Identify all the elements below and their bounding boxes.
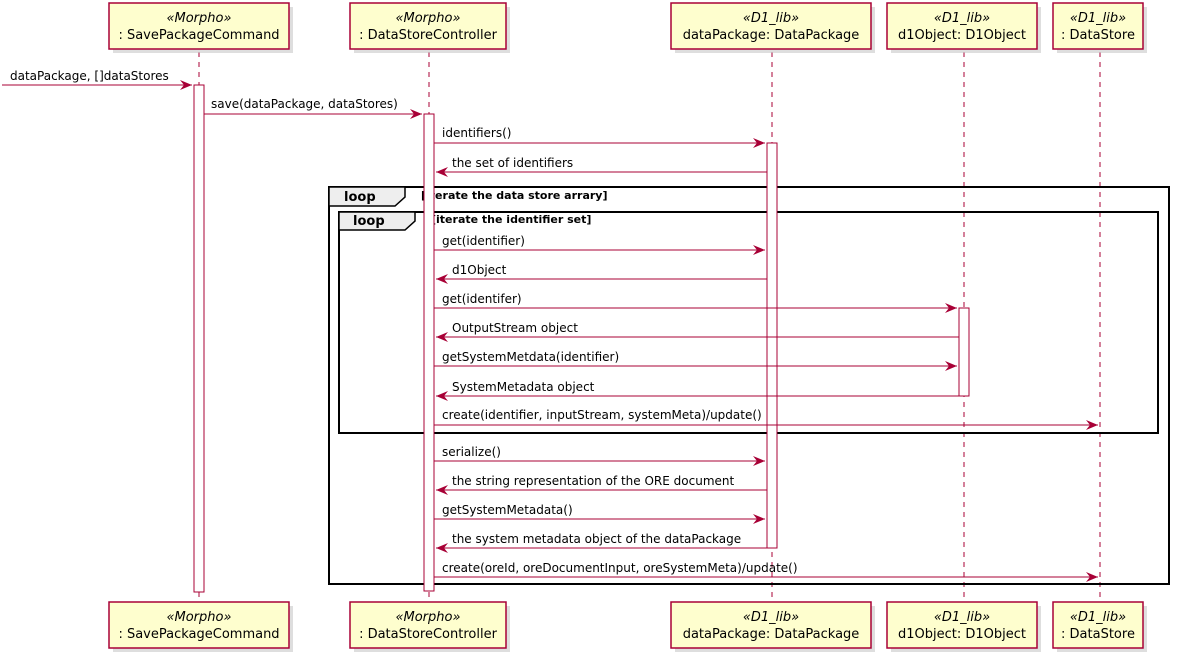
activation-savepackagecommand [193, 84, 205, 593]
message-label: get(identifier) [442, 234, 525, 248]
message-3: the set of identifiers [436, 156, 767, 177]
stereotype-label: «D1_lib» [743, 610, 799, 625]
message-14: the system metadata object of the dataPa… [436, 532, 767, 553]
message-1: save(dataPackage, dataStores) [204, 97, 422, 119]
message-label: OutputStream object [452, 321, 578, 335]
message-label: identifiers() [442, 126, 511, 140]
participant-name: : DataStore [1061, 627, 1135, 642]
participant-name: : DataStore [1061, 28, 1135, 43]
participant-name: : DataStoreController [359, 627, 498, 642]
participant-d1object-bottom: «D1_lib» d1Object: D1Object [886, 601, 1041, 652]
participant-name: : DataStoreController [359, 28, 498, 43]
message-5: d1Object [436, 263, 767, 284]
message-6: get(identifer) [434, 292, 957, 313]
message-label: the set of identifiers [452, 156, 573, 170]
activation-datastorecontroller [423, 113, 435, 592]
loop-frame-datastores: loop [iterate the data store arrary] [328, 186, 1170, 585]
stereotype-label: «Morpho» [395, 11, 460, 26]
message-label: the system metadata object of the dataPa… [452, 532, 741, 546]
participant-name: : SavePackageCommand [118, 28, 279, 43]
stereotype-label: «D1_lib» [1070, 11, 1126, 26]
message-label: save(dataPackage, dataStores) [211, 97, 398, 111]
loop-guard: [iterate the identifier set] [431, 213, 591, 226]
message-13: getSystemMetadata() [434, 503, 765, 524]
participant-datastorecontroller-bottom: «Morpho» : DataStoreController [349, 601, 510, 652]
stereotype-label: «D1_lib» [934, 11, 990, 26]
stereotype-label: «Morpho» [166, 610, 231, 625]
message-0: dataPackage, []dataStores [2, 69, 192, 90]
message-label: getSystemMetdata(identifier) [442, 350, 619, 364]
activation-datapackage [766, 142, 778, 549]
stereotype-label: «Morpho» [395, 610, 460, 625]
message-11: serialize() [434, 445, 765, 466]
message-label: the string representation of the ORE doc… [452, 474, 735, 488]
message-label: SystemMetadata object [452, 380, 595, 394]
participant-datastore-bottom: «D1_lib» : DataStore [1052, 601, 1147, 652]
participant-datastorecontroller-top: «Morpho» : DataStoreController [349, 2, 510, 53]
stereotype-label: «Morpho» [166, 11, 231, 26]
participant-savepackagecommand-top: «Morpho» : SavePackageCommand [108, 2, 293, 53]
participant-name: : SavePackageCommand [118, 627, 279, 642]
participant-datapackage-bottom: «D1_lib» dataPackage: DataPackage [670, 601, 875, 652]
message-label: serialize() [442, 445, 501, 459]
message-label: create(oreId, oreDocumentInput, oreSyste… [442, 561, 798, 575]
participant-name: dataPackage: DataPackage [683, 627, 860, 642]
message-label: create(identifier, inputStream, systemMe… [442, 408, 762, 422]
participant-datapackage-top: «D1_lib» dataPackage: DataPackage [670, 2, 875, 53]
message-7: OutputStream object [436, 321, 959, 342]
stereotype-label: «D1_lib» [1070, 610, 1126, 625]
message-2: identifiers() [434, 126, 765, 148]
loop-frame-identifiers: loop [iterate the identifier set] [338, 211, 1159, 434]
participant-d1object-top: «D1_lib» d1Object: D1Object [886, 2, 1041, 53]
loop-label: loop [344, 190, 376, 205]
participant-datastore-top: «D1_lib» : DataStore [1052, 2, 1147, 53]
message-4: get(identifier) [434, 234, 765, 255]
loop-guard: [iterate the data store arrary] [421, 189, 608, 202]
message-15: create(oreId, oreDocumentInput, oreSyste… [434, 561, 1098, 582]
message-12: the string representation of the ORE doc… [436, 474, 767, 495]
message-label: d1Object [452, 263, 507, 277]
message-9: SystemMetadata object [436, 380, 959, 401]
activation-d1object [958, 307, 970, 397]
loop-label: loop [353, 214, 385, 229]
message-label: getSystemMetadata() [442, 503, 573, 517]
participant-savepackagecommand-bottom: «Morpho» : SavePackageCommand [108, 601, 293, 652]
participant-name: d1Object: D1Object [898, 28, 1026, 43]
message-label: get(identifer) [442, 292, 522, 306]
message-8: getSystemMetdata(identifier) [434, 350, 957, 371]
participant-name: d1Object: D1Object [898, 627, 1026, 642]
stereotype-label: «D1_lib» [934, 610, 990, 625]
message-label: dataPackage, []dataStores [10, 69, 169, 83]
stereotype-label: «D1_lib» [743, 11, 799, 26]
message-10: create(identifier, inputStream, systemMe… [434, 408, 1098, 430]
participant-name: dataPackage: DataPackage [683, 28, 860, 43]
